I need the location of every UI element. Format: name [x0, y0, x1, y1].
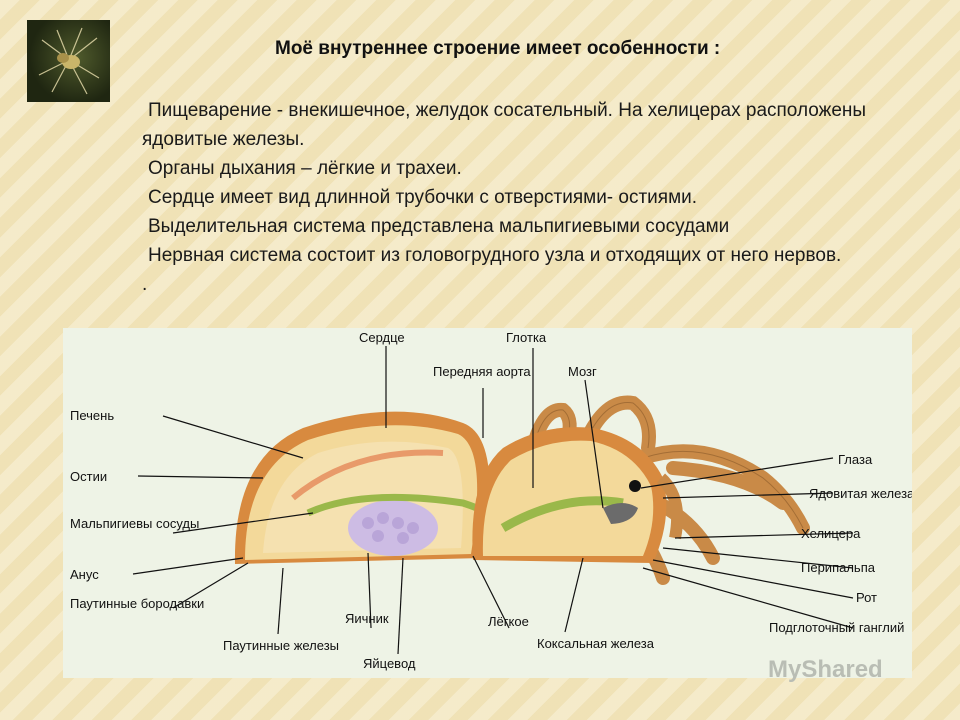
label-spinnerets: Паутинные бородавки [70, 596, 204, 611]
cephalothorax [472, 427, 684, 563]
label-silk-glands: Паутинные железы [223, 638, 339, 653]
label-lung: Лёгкое [488, 614, 529, 629]
watermark: MyShared [768, 656, 883, 683]
paragraph-heart: Сердце имеет вид длинной трубочки с отве… [148, 187, 698, 208]
label-brain: Мозг [568, 364, 597, 379]
label-oviduct: Яйцевод [363, 656, 416, 671]
label-coxal-gland: Коксальная железа [537, 636, 655, 651]
label-pedipalp: Перипальпа [801, 560, 876, 575]
spider-thumbnail [27, 20, 110, 102]
label-ovary: Яичник [345, 611, 389, 626]
slide-title: Моё внутреннее строение имеет особенност… [275, 38, 721, 59]
label-venom-gland: Ядовитая железа [809, 486, 912, 501]
label-heart: Сердце [359, 330, 405, 345]
paragraph-digestion: Пищеварение - внекишечное, желудок сосат… [142, 100, 867, 150]
label-malpighian: Мальпигиевы сосуды [70, 516, 199, 531]
label-liver: Печень [70, 408, 114, 423]
paragraph-nervous: Нервная система состоит из головогрудног… [148, 245, 842, 266]
label-chelicera: Хелицера [801, 526, 861, 541]
spider-anatomy-diagram: Сердце Глотка Передняя аорта Мозг Печень… [63, 328, 912, 678]
label-pharynx: Глотка [506, 330, 547, 345]
label-ostia: Остии [70, 469, 107, 484]
label-anterior-aorta: Передняя аорта [433, 364, 531, 379]
label-mouth: Рот [856, 590, 877, 605]
label-eyes: Глаза [838, 452, 873, 467]
paragraph-excretion: Выделительная система представлена мальп… [148, 216, 730, 237]
leader-lines [132, 346, 854, 655]
label-subesophageal-ganglion: Подглоточный ганглий [769, 620, 904, 635]
paragraph-dot: . [142, 274, 148, 295]
label-anus: Анус [70, 567, 99, 582]
slide-body: Пищеварение - внекишечное, желудок сосат… [142, 96, 922, 299]
abdomen [234, 411, 506, 564]
paragraph-respiration: Органы дыхания – лёгкие и трахеи. [148, 158, 462, 179]
